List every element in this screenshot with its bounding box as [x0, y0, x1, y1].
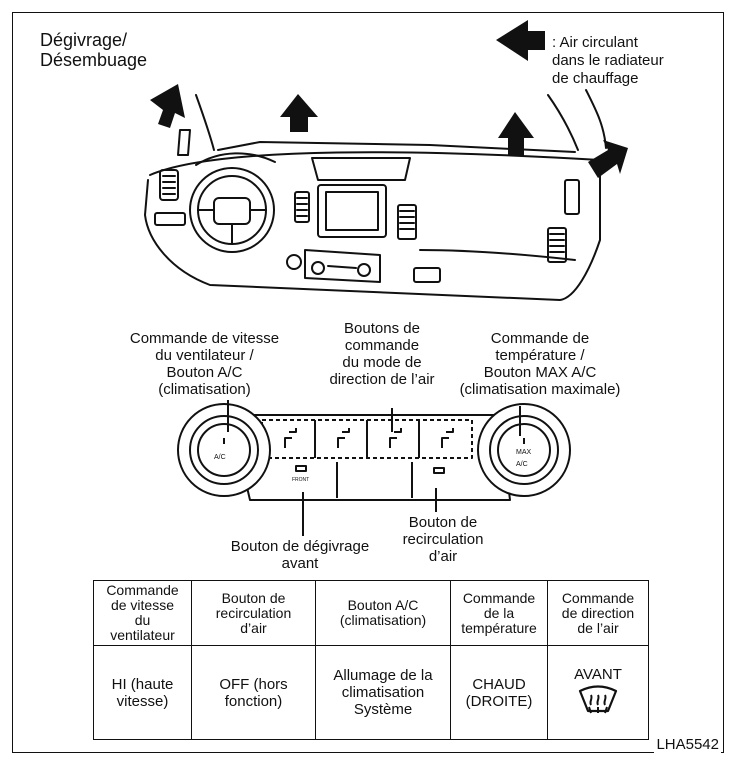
front-text: FRONT: [292, 477, 309, 483]
ac-right-text: A/C: [516, 461, 528, 468]
value-air-direction: AVANT: [547, 645, 649, 740]
temperature-control-callout: Commande de température / Bouton MAX A/C…: [459, 330, 621, 398]
mode-buttons-callout: Boutons de commande du mode de direction…: [329, 320, 435, 388]
value-temperature: CHAUD(DROITE): [450, 645, 548, 740]
figure-frame: LHA5542: [12, 12, 724, 753]
front-defrost-icon: [578, 685, 618, 714]
defrost-title: Dégivrage/ Désembuage: [40, 30, 148, 70]
figure-code: LHA5542: [654, 736, 721, 753]
airflow-legend: : Air circulant dans le radiateur de cha…: [552, 34, 664, 87]
ac-left-text: A/C: [214, 454, 226, 461]
recirculation-callout: Bouton de recirculation d’air: [402, 514, 484, 565]
max-text: MAX: [516, 449, 532, 456]
fan-control-callout: Commande de vitesse du ventilateur / Bou…: [129, 330, 280, 398]
front-defrost-callout: Bouton de dégivrage avant: [230, 538, 370, 572]
header-ac: Bouton A/C(climatisation): [315, 580, 451, 646]
